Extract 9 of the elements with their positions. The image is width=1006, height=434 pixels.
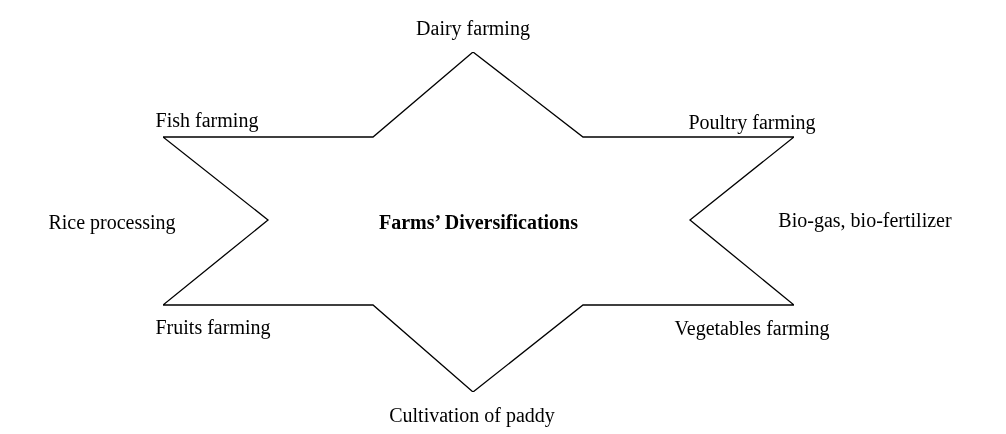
category-label: Bio-gas, bio-fertilizer (778, 208, 952, 232)
category-label: Poultry farming (688, 110, 816, 134)
category-label: Fish farming (155, 108, 259, 132)
center-title: Farms’ Diversifications (379, 210, 578, 234)
category-label: Dairy farming (416, 16, 530, 40)
category-label: Rice processing (48, 210, 176, 234)
category-label: Vegetables farming (674, 316, 830, 340)
category-label: Cultivation of paddy (389, 403, 555, 427)
category-label: Fruits farming (155, 315, 271, 339)
